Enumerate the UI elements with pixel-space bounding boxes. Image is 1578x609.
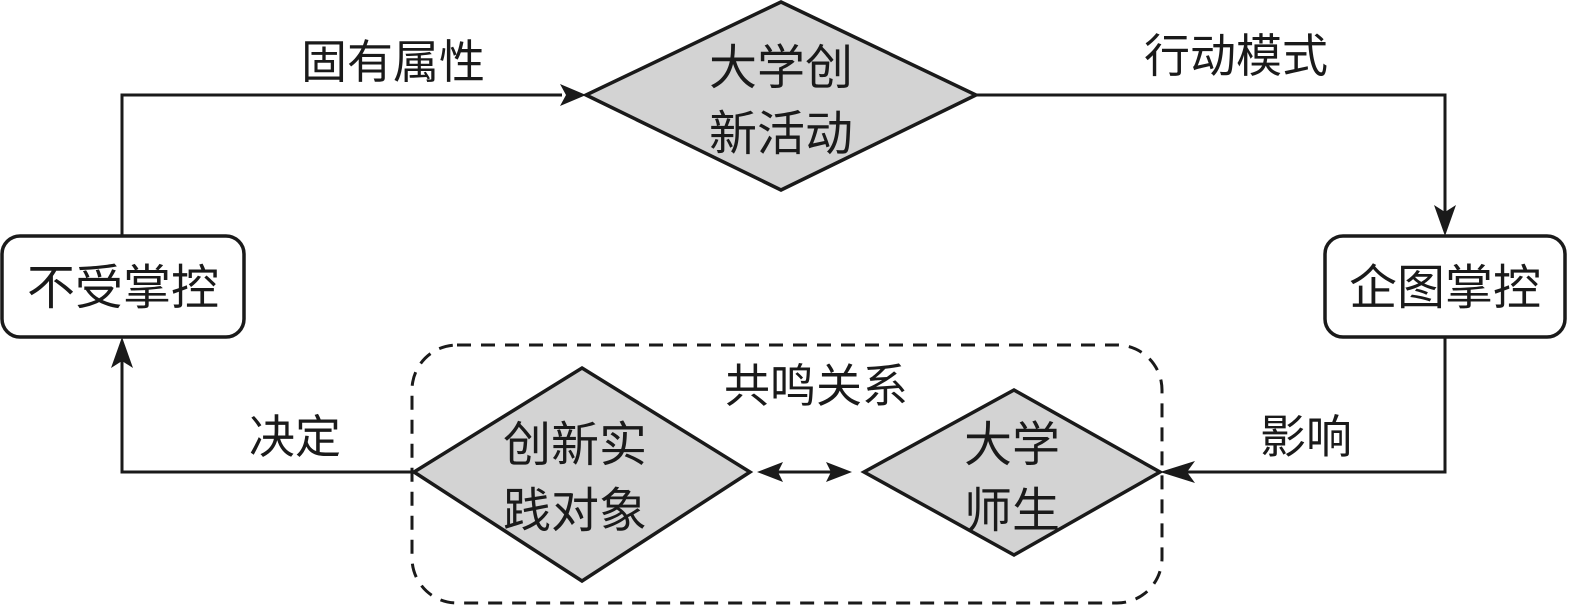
node-label-line-1: 大学 (964, 417, 1060, 473)
node-university-innovation-activity: 大学创 新活动 (581, 0, 981, 192)
node-beyond-control: 不受掌控 (0, 234, 246, 339)
edge-label-determine: 决定 (249, 410, 341, 464)
node-label-line-2: 践对象 (503, 483, 647, 539)
arrowhead-right (560, 84, 586, 106)
node-label: 企图掌控 (1349, 260, 1541, 316)
edge-action-mode (976, 93, 1447, 212)
edge-label-influence: 影响 (1260, 410, 1352, 464)
node-label-line-2: 新活动 (709, 106, 853, 162)
group-label-resonance: 共鸣关系 (724, 359, 908, 413)
arrowhead-right-small (826, 462, 852, 482)
node-attempt-control: 企图掌控 (1323, 234, 1567, 339)
edge-influence (1182, 337, 1447, 474)
edge-inherent-attribute (120, 93, 562, 236)
arrowhead-left-small (757, 462, 783, 482)
node-label-line-1: 创新实 (503, 417, 647, 473)
resonance-group-box (410, 343, 1164, 605)
node-university-faculty-students: 大学 师生 (860, 387, 1164, 558)
arrowhead-down (1434, 205, 1456, 236)
node-label-line-2: 师生 (964, 483, 1060, 539)
node-label-line-1: 大学创 (709, 40, 853, 96)
edge-determine (120, 360, 414, 474)
edge-label-action-mode: 行动模式 (1144, 29, 1328, 83)
arrowhead-left (1160, 461, 1195, 483)
node-innovation-practice-objects: 创新实 践对象 (410, 365, 754, 584)
edge-label-inherent-attribute: 固有属性 (301, 35, 485, 89)
node-label: 不受掌控 (27, 260, 219, 316)
arrowhead-up (111, 337, 133, 368)
